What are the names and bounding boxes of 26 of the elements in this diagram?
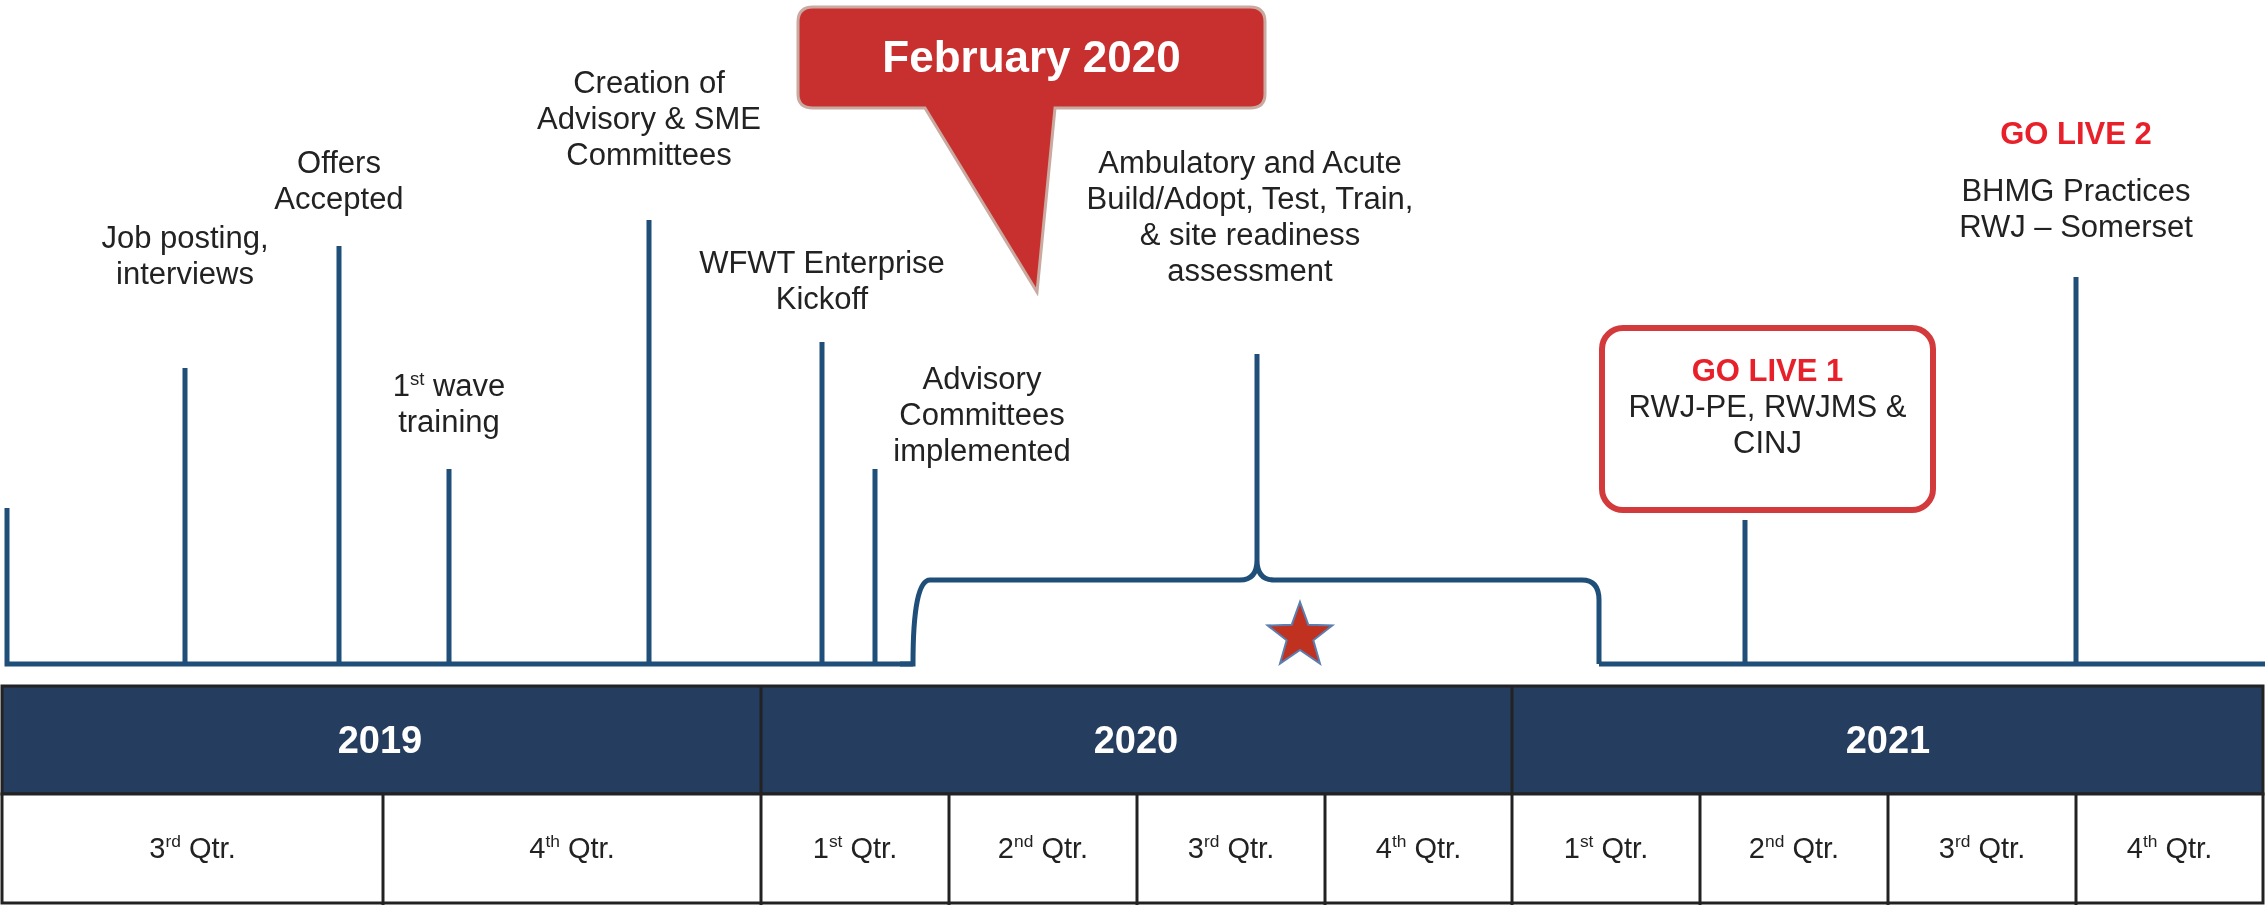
milestone-text: WFWT Enterprise Kickoff (698, 245, 946, 317)
milestone-text: Creation of Advisory & SME Committees (536, 65, 762, 173)
site-list: RWJ-PE, RWJMS & CINJ (1625, 389, 1910, 461)
year-heading: 2020 (1092, 718, 1180, 763)
year-heading: 2021 (1844, 718, 1932, 763)
quarter-label: 4$^{th}$ Qtr. (2125, 830, 2214, 866)
go-live-box (1599, 325, 1936, 513)
quarter-label: 4$^{th}$ Qtr. (528, 830, 616, 866)
go-live-heading: GO LIVE 2 (1999, 116, 2153, 152)
quarter-label: 1$^{st}$ Qtr. (1562, 830, 1650, 866)
milestone-text: Ambulatory and Acute Build/Adopt, Test, Train, & site readiness assessment (1085, 145, 1415, 289)
year-heading: 2019 (336, 718, 424, 763)
quarter-label: 1$^{st}$ Qtr. (811, 830, 899, 866)
quarter-label: 3$^{rd}$ Qtr. (1937, 830, 2027, 866)
quarter-label: 4$^{th}$ Qtr. (1374, 830, 1463, 866)
milestone-text: Advisory Committees implemented (892, 361, 1072, 469)
go-live-heading: GO LIVE 1 (1690, 353, 1845, 389)
quarter-label: 3$^{rd}$ Qtr. (148, 830, 237, 866)
milestone-text: Offers Accepted (273, 145, 405, 217)
quarter-label: 3$^{rd}$ Qtr. (1186, 830, 1276, 866)
milestone-text: Job posting, interviews (100, 220, 270, 292)
milestone-text: 1$^{st}$ wave training (391, 368, 507, 440)
quarter-label: 2$^{nd}$ Qtr. (1747, 830, 1841, 866)
milestone-text: BHMG Practices RWJ – Somerset (1958, 173, 2194, 245)
quarter-label: 2$^{nd}$ Qtr. (996, 830, 1090, 866)
callout-text: February 2020 (881, 32, 1182, 82)
